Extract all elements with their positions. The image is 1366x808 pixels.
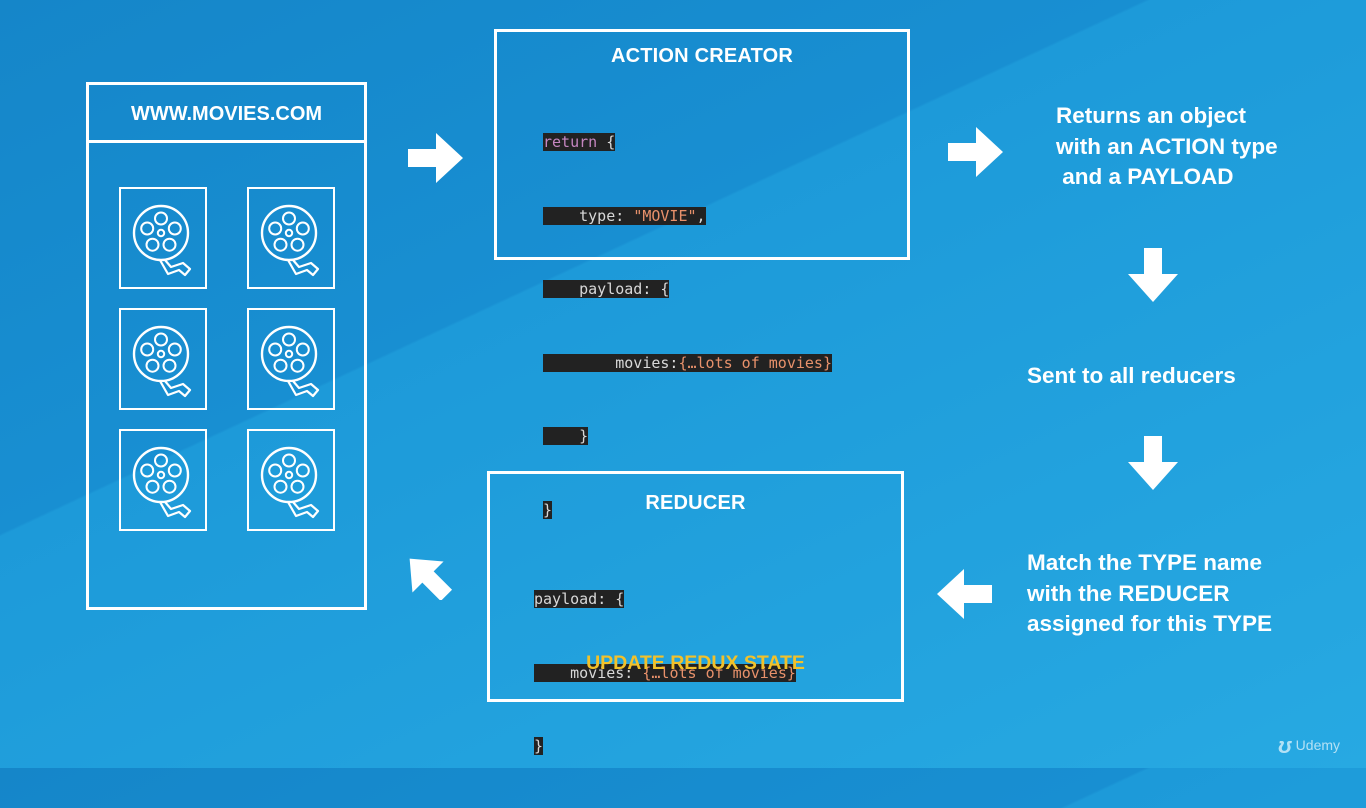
action-creator-title: ACTION CREATOR	[610, 45, 794, 67]
movie-tile	[119, 429, 207, 531]
arrow-right-icon	[408, 133, 463, 183]
reducer-title: REDUCER	[645, 492, 746, 514]
code-line-3: payload: {	[543, 280, 670, 298]
film-reel-icon	[132, 446, 192, 519]
arrow-down-icon	[1128, 248, 1178, 302]
website-title: WWW.MOVIES.COM	[130, 103, 323, 125]
step-sent-to-reducers: Sent to all reducers	[1027, 363, 1236, 388]
step-match-type: Match the TYPE name with the REDUCER ass…	[1027, 550, 1273, 636]
film-reel-icon	[260, 204, 320, 277]
movie-tile	[247, 429, 335, 531]
reducer-box: REDUCER payload: { movies: {…lots of mov…	[487, 471, 904, 755]
film-reel-icon	[132, 325, 192, 398]
film-reel-icon	[132, 204, 192, 277]
movie-tile	[247, 308, 335, 410]
movie-tile	[119, 308, 207, 410]
code-line-5: }	[543, 427, 589, 445]
movies-website-box: WWW.MOVIES.COM	[86, 82, 367, 610]
reducer-code: payload: { movies: {…lots of movies} }	[534, 538, 796, 808]
film-reel-icon	[260, 446, 320, 519]
reducer-code-line-3: }	[534, 737, 544, 755]
code-line-1: return {	[543, 133, 616, 151]
code-line-2: type: "MOVIE",	[543, 206, 706, 225]
update-redux-state-label: UPDATE REDUX STATE	[586, 652, 805, 674]
arrow-down-icon	[1128, 436, 1178, 490]
arrow-left-icon	[937, 569, 992, 619]
action-creator-box: ACTION CREATOR return { type: "MOVIE", p…	[494, 29, 910, 519]
code-line-6: }	[543, 500, 553, 519]
udemy-logo-icon: ʊ	[1278, 733, 1292, 758]
arrow-right-icon	[948, 127, 1003, 177]
movie-tile	[119, 187, 207, 289]
step-returns-object: Returns an object with an ACTION type an…	[1056, 103, 1278, 189]
website-header: WWW.MOVIES.COM	[89, 85, 364, 143]
arrow-up-left-icon	[409, 558, 453, 600]
reducer-code-line-1: payload: {	[534, 590, 625, 608]
film-reel-icon	[260, 325, 320, 398]
movie-tile	[247, 187, 335, 289]
reducer-code-line-2: movies: {…lots of movies}	[534, 663, 796, 682]
code-line-4: movies:{…lots of movies}	[543, 353, 832, 372]
action-creator-code: return { type: "MOVIE", payload: { movie…	[543, 81, 832, 571]
